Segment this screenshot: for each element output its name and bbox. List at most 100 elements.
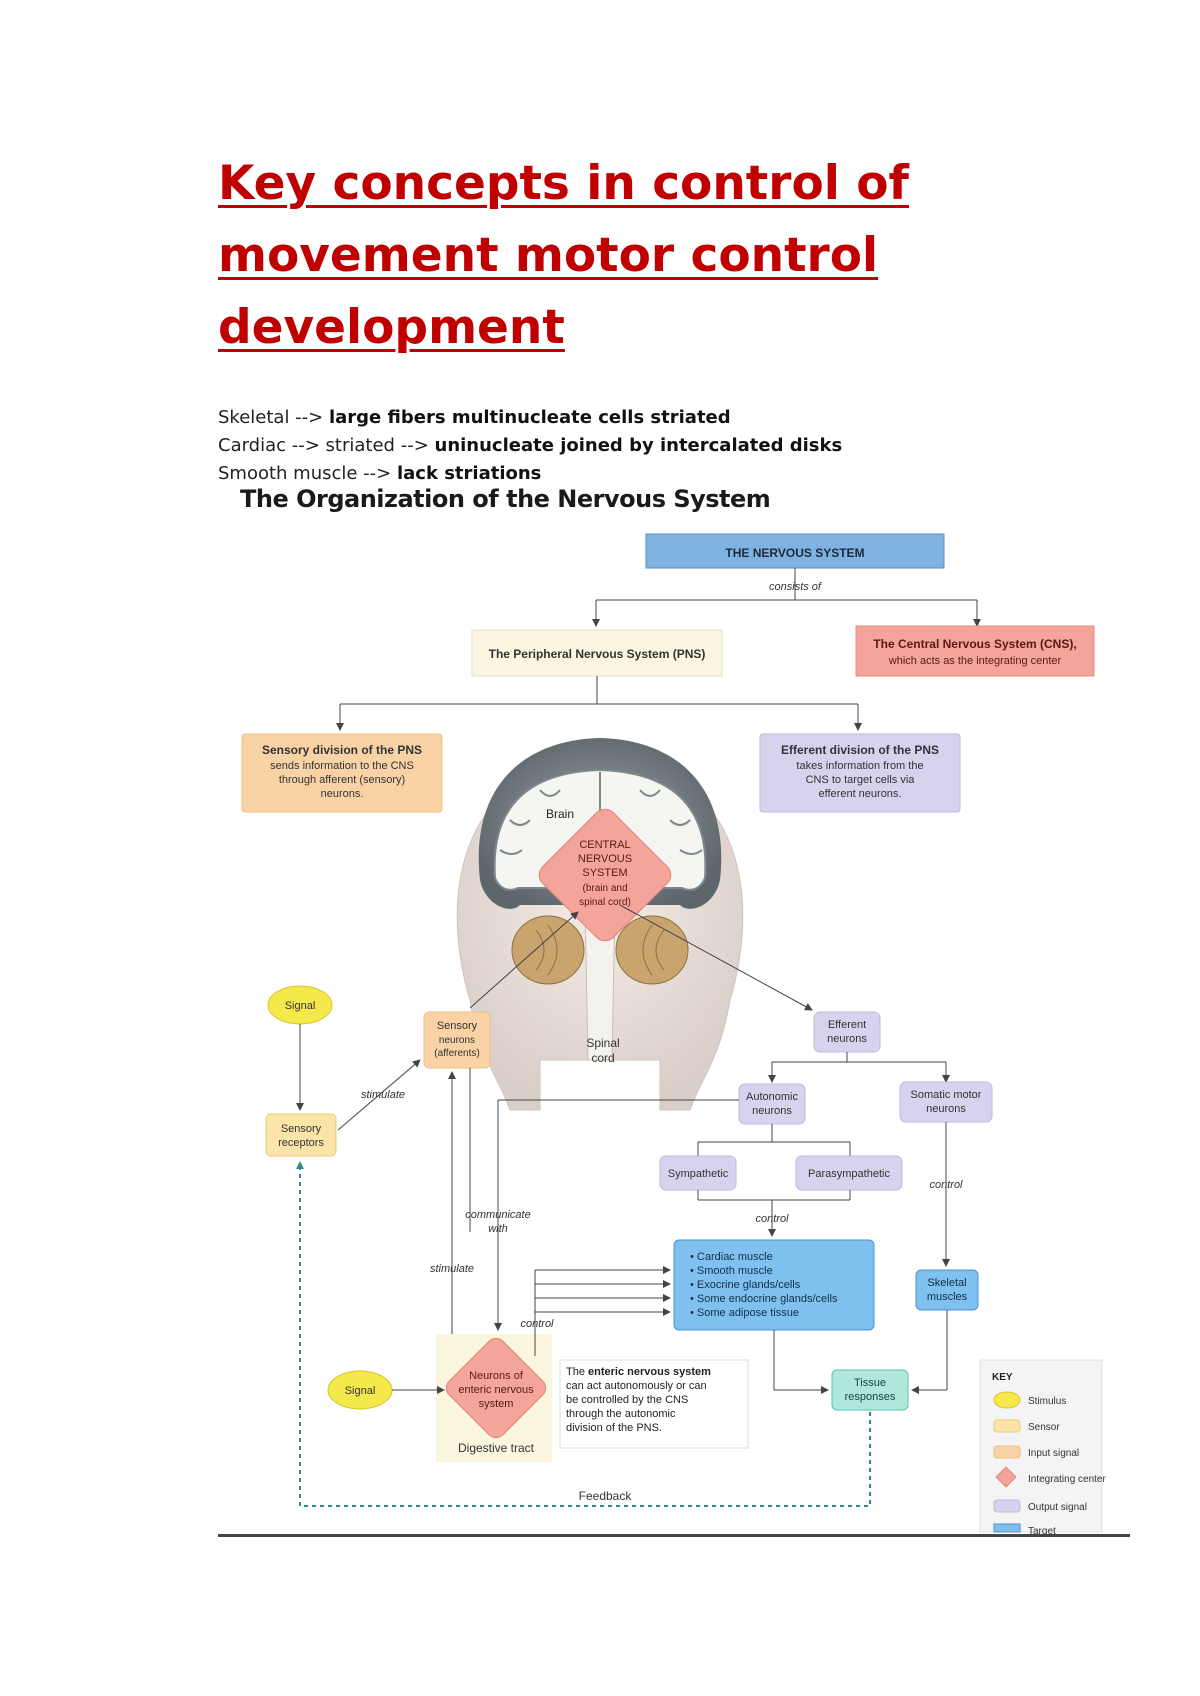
legend-swatch-stimulus	[993, 1391, 1021, 1409]
legend: KEY Stimulus Sensor Input signal Integra…	[979, 1359, 1106, 1537]
sensory-division-line: neurons.	[321, 788, 364, 800]
legend-swatch-target	[993, 1523, 1021, 1533]
skeletal-label: Skeletal	[927, 1277, 966, 1289]
enteric-note-box	[559, 1359, 749, 1449]
autonomic-label: neurons	[752, 1105, 792, 1117]
target-item: • Exocrine glands/cells	[690, 1279, 801, 1291]
target-item: • Some adipose tissue	[690, 1307, 799, 1319]
note-label: Skeletal -->	[218, 407, 329, 428]
autonomic-neurons-box	[738, 1083, 806, 1125]
spinal-cord-label: Spinal	[586, 1036, 619, 1050]
efferent-division-line: efferent neurons.	[819, 788, 902, 800]
sensory-division-box	[241, 733, 443, 813]
skeletal-muscles-box	[915, 1269, 979, 1311]
efferent-division-title: Efferent division of the PNS	[781, 743, 939, 757]
feedback-loop	[296, 1161, 871, 1507]
consists-of-label: consists of	[769, 581, 822, 593]
cns-box	[855, 625, 1095, 677]
enteric-diamond	[445, 1337, 547, 1439]
cns-diamond	[538, 808, 672, 942]
page-title: Key concepts in control of movement moto…	[218, 156, 909, 355]
somatic-label: neurons	[926, 1103, 966, 1115]
sensory-division-line: through afferent (sensory)	[279, 774, 405, 786]
sensory-division-line: sends information to the CNS	[270, 760, 414, 772]
nervous-system-box	[645, 533, 945, 569]
somatic-label: Somatic motor	[911, 1089, 982, 1101]
figure-bottom-rule	[218, 1534, 1130, 1537]
sensory-neurons-box	[423, 1011, 491, 1069]
note-cardiac: Cardiac --> striated --> uninucleate joi…	[218, 432, 1018, 460]
efferent-division-line: CNS to target cells via	[806, 774, 916, 786]
target-item: • Some endocrine glands/cells	[690, 1293, 838, 1305]
autonomic-label: Autonomic	[746, 1091, 798, 1103]
legend-swatch-output	[993, 1499, 1021, 1513]
cns-center-line: SYSTEM	[582, 867, 627, 879]
legend-swatch-integrating	[995, 1466, 1017, 1488]
cns-center-line: spinal cord)	[579, 897, 631, 908]
feedback-label: Feedback	[579, 1489, 633, 1503]
sensory-division-title: Sensory division of the PNS	[262, 743, 422, 757]
stimulate-label: stimulate	[430, 1263, 474, 1275]
sensory-receptors-box	[265, 1113, 337, 1157]
sensory-receptors-label: Sensory	[281, 1123, 322, 1135]
legend-label: Input signal	[1028, 1448, 1079, 1459]
efferent-neurons-label: Efferent	[828, 1019, 866, 1031]
tissue-responses-box	[831, 1369, 909, 1411]
note-skeletal: Skeletal --> large fibers multinucleate …	[218, 404, 1018, 432]
enteric-note-prefix: The	[566, 1366, 588, 1378]
cns-center-line: CENTRAL	[579, 839, 630, 851]
skeletal-label: muscles	[927, 1291, 968, 1303]
target-item: • Cardiac muscle	[690, 1251, 773, 1263]
legend-label: Stimulus	[1028, 1396, 1066, 1407]
figure-title: The Organization of the Nervous System	[240, 485, 771, 513]
enteric-note-line: can act autonomously or can	[566, 1380, 707, 1392]
parasympathetic-label: Parasympathetic	[808, 1168, 890, 1180]
enteric-note-bold: enteric nervous system	[588, 1366, 711, 1378]
efferent-neurons-box	[813, 1011, 881, 1053]
spinal-cord-label: cord	[591, 1051, 614, 1065]
pns-label: The Peripheral Nervous System (PNS)	[489, 647, 706, 661]
tissue-label: Tissue	[854, 1377, 886, 1389]
cns-center-line: (brain and	[582, 883, 627, 894]
nervous-system-label: THE NERVOUS SYSTEM	[725, 546, 864, 560]
sensory-receptors-label: receptors	[278, 1137, 324, 1149]
communicate-label: communicate	[465, 1209, 530, 1221]
legend-label: Integrating center	[1028, 1474, 1106, 1485]
sensory-neurons-label: Sensory	[437, 1020, 478, 1032]
enteric-label: system	[479, 1398, 514, 1410]
note-smooth: Smooth muscle --> lack striations	[218, 460, 1018, 488]
note-label: Cardiac --> striated -->	[218, 435, 435, 456]
note-label: Smooth muscle -->	[218, 463, 397, 484]
note-detail: uninucleate joined by intercalated disks	[434, 435, 843, 456]
note-detail: large fibers multinucleate cells striate…	[328, 407, 731, 428]
parasympathetic-box	[795, 1155, 903, 1191]
efferent-division-box	[759, 733, 961, 813]
brain-label: Brain	[546, 807, 574, 821]
cns-sublabel: which acts as the integrating center	[888, 655, 1062, 667]
enteric-note-line: through the autonomic	[566, 1408, 676, 1420]
legend-label: Sensor	[1028, 1422, 1060, 1433]
enteric-note-line: division of the PNS.	[566, 1422, 662, 1434]
enteric-label: Neurons of	[469, 1370, 524, 1382]
note-detail: lack striations	[396, 463, 542, 484]
pns-box	[471, 629, 723, 677]
somatic-motor-box	[899, 1081, 993, 1123]
sensory-neurons-label: (afferents)	[434, 1048, 479, 1059]
cns-center-line: NERVOUS	[578, 853, 632, 865]
sympathetic-label: Sympathetic	[668, 1168, 729, 1180]
target-item: • Smooth muscle	[690, 1265, 773, 1277]
communicate-label: with	[488, 1223, 508, 1235]
sensory-neurons-label: neurons	[439, 1035, 475, 1046]
control-label: control	[929, 1179, 963, 1191]
muscle-notes: Skeletal --> large fibers multinucleate …	[218, 404, 1018, 488]
stimulate-label: stimulate	[361, 1089, 405, 1101]
legend-label: Target	[1028, 1526, 1056, 1537]
legend-label: Output signal	[1028, 1502, 1087, 1513]
enteric-label: enteric nervous	[458, 1384, 534, 1396]
legend-title: KEY	[992, 1372, 1013, 1383]
signal-bottom-label: Signal	[345, 1385, 376, 1397]
enteric-note-line: be controlled by the CNS	[566, 1394, 688, 1406]
control-label: control	[520, 1318, 554, 1330]
control-label: control	[755, 1213, 789, 1225]
